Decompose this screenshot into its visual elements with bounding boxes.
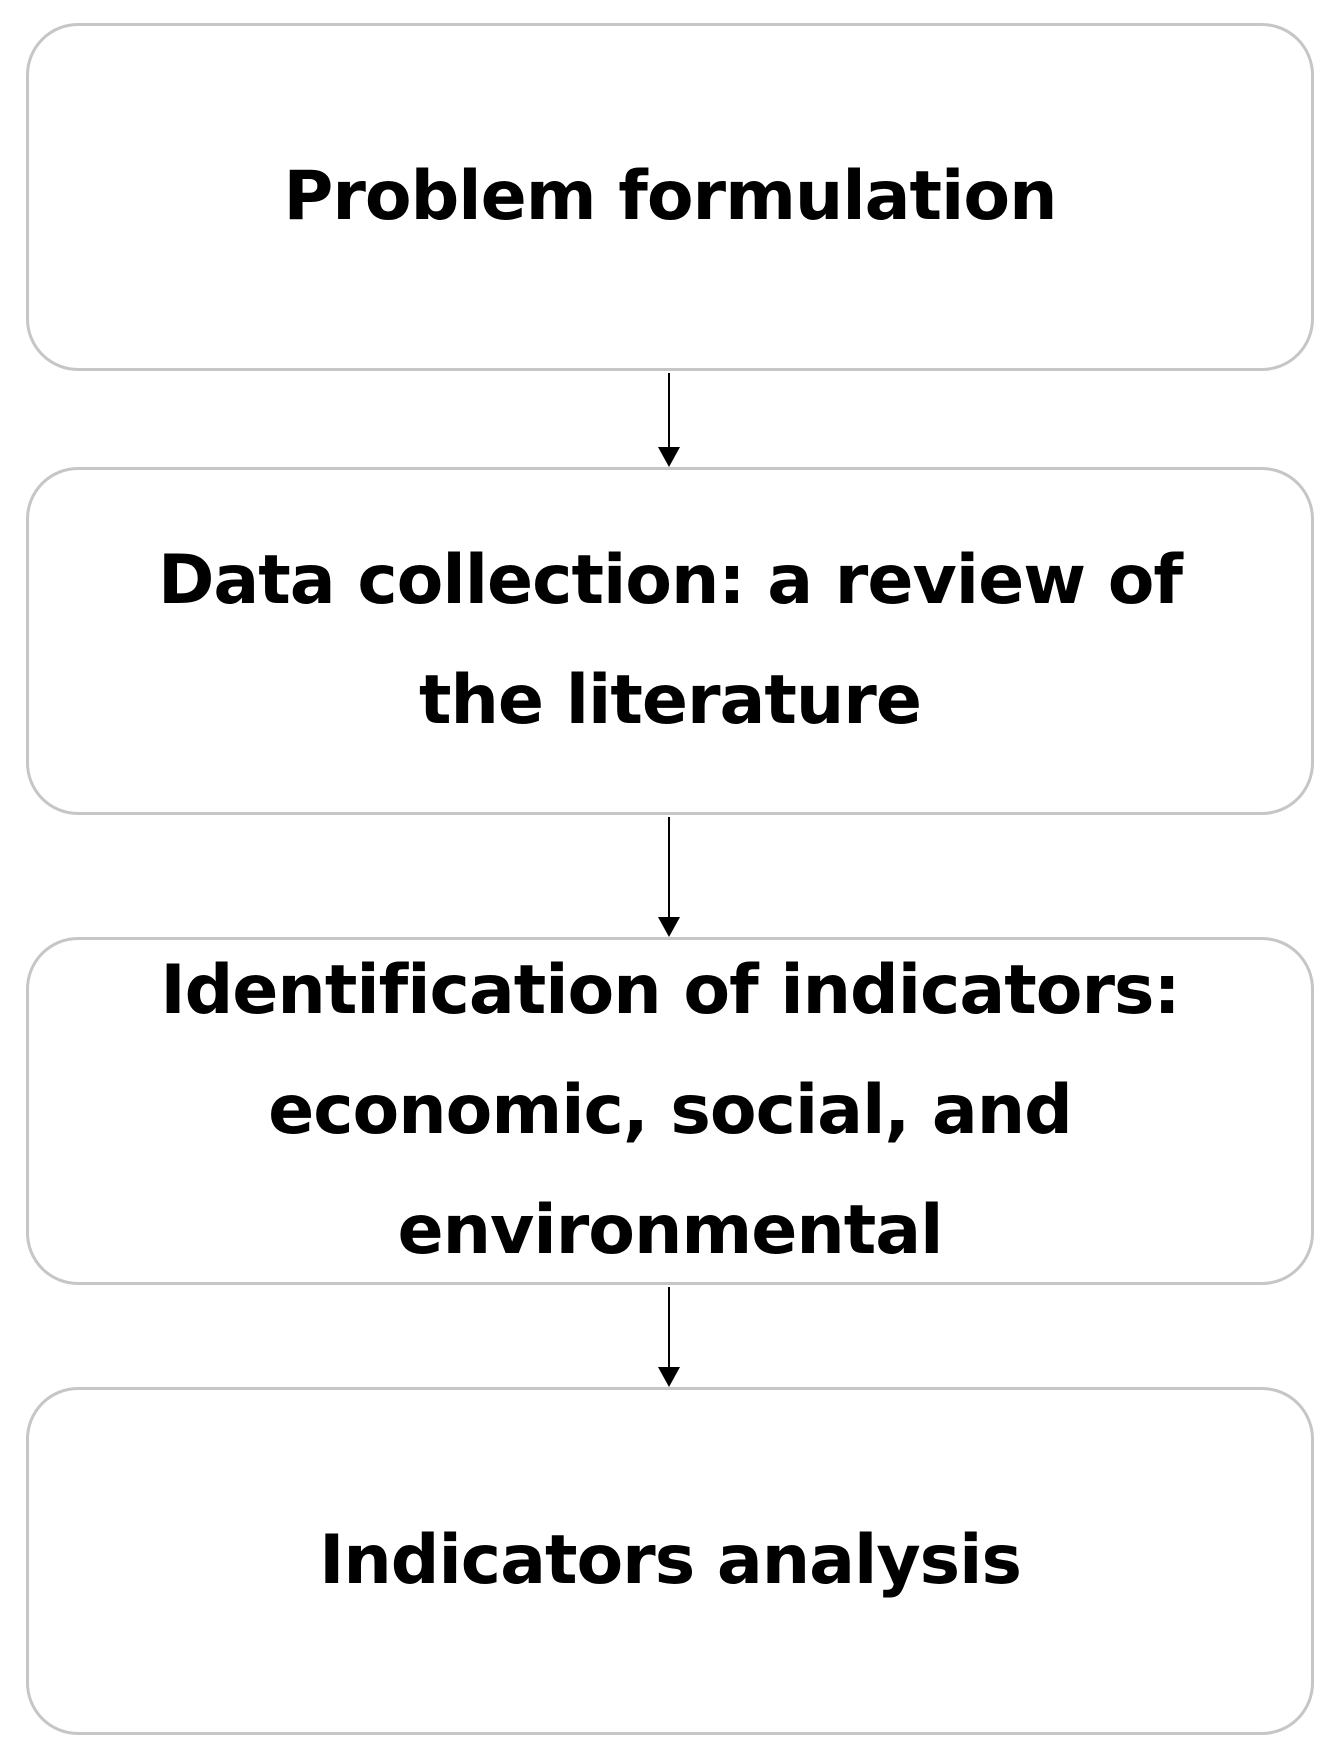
arrow-shaft xyxy=(668,1287,670,1369)
arrow-shaft xyxy=(668,373,670,449)
step-label: Indicators analysis xyxy=(319,1521,1022,1600)
step-problem-formulation: Problem formulation xyxy=(26,23,1314,371)
arrow-down-icon xyxy=(658,373,680,467)
arrow-down-icon xyxy=(658,1287,680,1387)
arrow-head xyxy=(658,917,680,937)
arrow-head xyxy=(658,447,680,467)
step-data-collection: Data collection: a review of the literat… xyxy=(26,467,1314,815)
step-label: Identification of indicators: economic, … xyxy=(160,951,1180,1270)
arrow-head xyxy=(658,1367,680,1387)
arrow-shaft xyxy=(668,817,670,919)
arrow-down-icon xyxy=(658,817,680,937)
step-label: Data collection: a review of the literat… xyxy=(157,541,1183,740)
step-indicators-analysis: Indicators analysis xyxy=(26,1387,1314,1735)
step-identification-of-indicators: Identification of indicators: economic, … xyxy=(26,937,1314,1285)
step-label: Problem formulation xyxy=(283,157,1058,236)
